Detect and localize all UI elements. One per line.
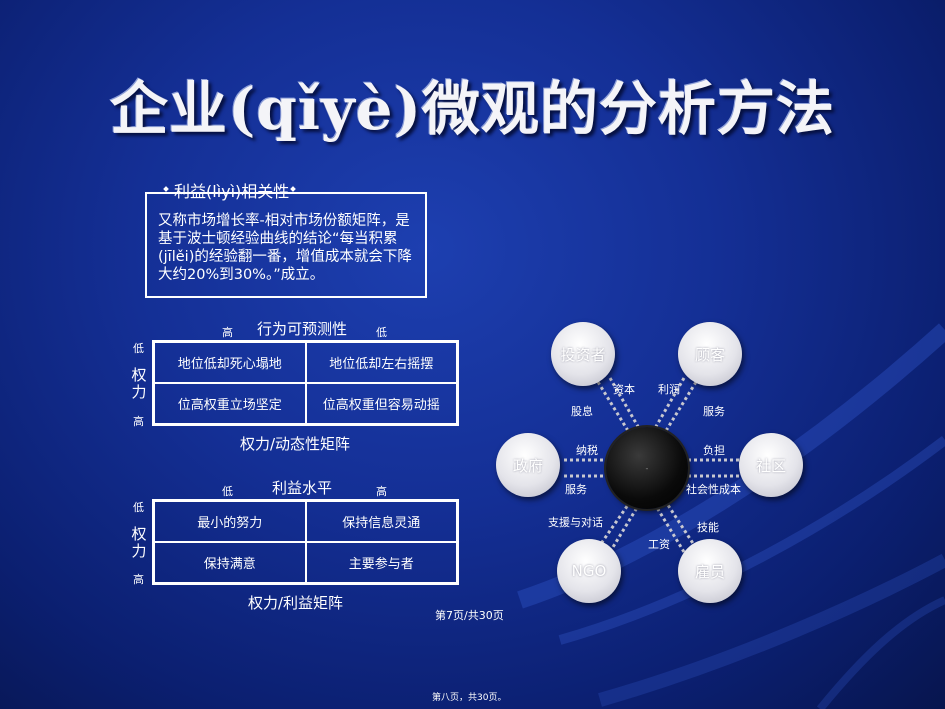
power-dynamism-matrix: 地位低却死心塌地 地位低却左右摇摆 位高权重立场坚定 位高权重但容易动摇	[152, 340, 459, 426]
edge-label-tax: 纳税	[576, 444, 598, 457]
connector-investor-2	[608, 377, 642, 431]
matrix1-side-char-2: 力	[131, 383, 147, 401]
edge-label-service-customer: 服务	[703, 405, 725, 418]
node-investor: 投资者	[551, 322, 615, 386]
node-customer: 顾客	[678, 322, 742, 386]
page-title: 企业(qǐyè)微观的分析方法	[109, 75, 836, 143]
matrix2-side-label: 权 力	[130, 526, 148, 560]
matrix2-caption: 权力/利益矩阵	[248, 594, 344, 612]
connector-employee	[664, 501, 698, 549]
matrix2-side-char-2: 力	[131, 542, 147, 560]
connector-ngo-2	[608, 505, 640, 553]
connector-employee-2	[654, 505, 686, 553]
node-enterprise-center: -	[606, 427, 688, 509]
matrix2-cell: 保持信息灵通	[305, 501, 457, 542]
node-ngo: NGO	[557, 539, 621, 603]
matrix2-cell: 主要参与者	[305, 542, 457, 583]
matrix1-side-char-1: 权	[131, 366, 147, 384]
edge-label-capital: 资本	[613, 383, 635, 396]
matrix2-side-bottom: 高	[133, 573, 144, 586]
footer-text: 第八页，共30页。	[432, 693, 507, 703]
matrix1-top-label: 行为可预测性	[257, 320, 348, 338]
matrix1-top-left: 高	[222, 326, 233, 339]
definition-heading-text: 利益(lìyì)相关性	[174, 182, 290, 201]
matrix1-caption: 权力/动态性矩阵	[240, 435, 351, 453]
definition-box	[145, 192, 427, 298]
power-interest-matrix: 最小的努力 保持信息灵通 保持满意 主要参与者	[152, 499, 459, 585]
connector-investor	[596, 381, 632, 435]
matrix1-cell: 位高权重立场坚定	[154, 383, 306, 424]
edge-label-dividend: 股息	[571, 405, 593, 418]
matrix1-cell: 位高权重但容易动摇	[305, 383, 457, 424]
matrix2-top-label: 利益水平	[272, 479, 333, 497]
edge-label-burden: 负担	[703, 444, 725, 457]
edge-label-skill: 技能	[697, 521, 719, 534]
matrix2-cell: 最小的努力	[154, 501, 306, 542]
node-community: 社区	[739, 433, 803, 497]
matrix1-side-bottom: 高	[133, 415, 144, 428]
edge-label-support: 支援与对话	[548, 516, 603, 529]
connector-customer	[662, 381, 698, 435]
connector-customer-2	[652, 377, 686, 431]
edge-label-service-government: 服务	[565, 483, 587, 496]
matrix1-side-top: 低	[133, 342, 144, 355]
page-number: 第7页/共30页	[435, 609, 504, 622]
matrix2-side-top: 低	[133, 501, 144, 514]
matrix2-side-char-1: 权	[131, 525, 147, 543]
edge-label-wage: 工资	[648, 538, 670, 551]
node-employee: 雇员	[678, 539, 742, 603]
node-government: 政府	[496, 433, 560, 497]
matrix1-cell: 地位低却左右摇摆	[305, 342, 457, 383]
matrix1-side-label: 权 力	[130, 367, 148, 401]
matrix2-top-right: 高	[376, 485, 387, 498]
definition-body: 又称市场增长率-相对市场份额矩阵，是基于波士顿经验曲线的结论“每当积累(jīlě…	[158, 213, 412, 283]
matrix1-cell: 地位低却死心塌地	[154, 342, 306, 383]
matrix1-top-right: 低	[376, 326, 387, 339]
edge-label-social-cost: 社会性成本	[686, 483, 741, 496]
matrix2-top-left: 低	[222, 485, 233, 498]
edge-label-profit: 利润	[658, 383, 680, 396]
definition-heading: 利益(lìyì)相关性	[163, 178, 297, 202]
matrix2-cell: 保持满意	[154, 542, 306, 583]
